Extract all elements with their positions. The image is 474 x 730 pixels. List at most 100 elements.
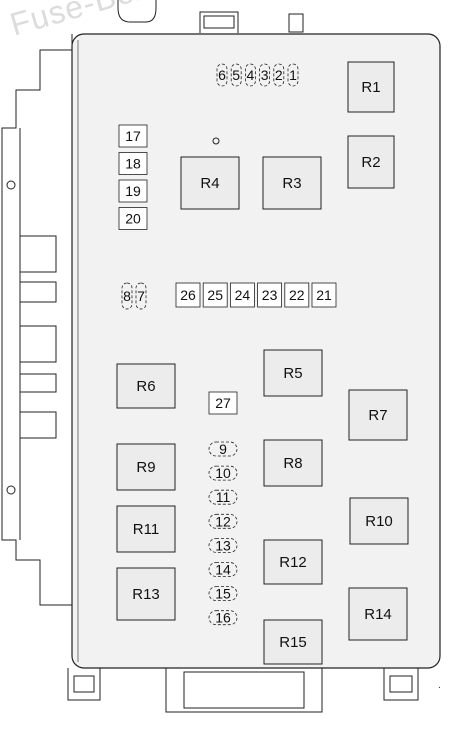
fuse-7: 7 [135,282,147,310]
relay-r1: R1 [347,61,395,113]
fuse-11: 11 [208,489,238,505]
relay-r8: R8 [263,439,323,487]
fuse-13-label: 13 [215,537,231,553]
fuse-25: 25 [202,282,228,308]
top-left-latch [117,0,157,23]
left-slot-2 [19,281,57,303]
relay-r3: R3 [262,156,322,210]
left-slot-5 [19,411,57,439]
fuse-18-label: 18 [125,156,141,172]
fuse-9-outline [208,441,238,457]
relay-r7-box [348,389,408,441]
top-small-tab [288,13,304,33]
fuse-14-outline [208,562,238,577]
housing [1,0,419,713]
relay-r11: R11 [116,505,176,553]
relay-r12-box [263,539,323,585]
fuse-12-outline [208,513,238,529]
fuse-1: 1 [287,63,299,87]
relay-r1-box [347,61,395,113]
fuse-21: 21 [311,282,337,308]
fuse-12-label: 12 [215,513,231,529]
fuse-17-box [118,124,148,148]
fuse-21-box [311,282,337,308]
relay-r14-box [348,587,408,641]
fuse-6: 6 [216,63,228,87]
relay-r15-box [263,619,323,665]
fuse-9: 9 [208,441,238,457]
fuse-18: 18 [118,152,148,175]
top-connector-inner [203,15,235,29]
fuse-15-outline [208,586,238,601]
bottom-connector-inner [183,671,305,709]
relay-r2-box [347,135,395,189]
fuse-20-label: 20 [125,211,141,227]
relay-r7-label: R7 [368,407,387,424]
fuse-8-label: 8 [123,288,131,304]
fuse-11-label: 11 [216,489,231,505]
relay-r15-label: R15 [279,634,307,651]
relay-r4: R4 [180,156,240,210]
fuse-5: 5 [230,63,242,87]
relay-r10-box [349,497,409,545]
fuse-27-label: 27 [215,395,231,411]
corner-dot: . [438,680,441,691]
bottom-connector [165,668,323,713]
fuse-1-label: 1 [289,67,297,83]
fuse-22: 22 [284,282,310,308]
fuse-19-label: 19 [125,183,141,199]
relay-r12-label: R12 [279,554,307,571]
relay-r6-box [116,363,176,409]
fuse-7-label: 7 [137,288,145,304]
relay-r1-label: R1 [361,79,380,96]
fuse-13-outline [208,538,238,553]
fuse-6-outline [216,63,228,87]
bottom-right-foot-inner [389,675,413,693]
fuse-24: 24 [229,282,255,308]
fuse-20: 20 [118,207,148,230]
left-mount-hole-top [6,180,16,190]
relay-r8-label: R8 [283,455,302,472]
fuse-26-box [175,282,201,308]
fuse-4-outline [244,63,256,87]
relay-r14-label: R14 [364,606,392,623]
fuse-18-box [118,152,148,175]
fuse-6-label: 6 [218,67,226,83]
fuse-16-outline [208,610,238,626]
fuse-4-label: 4 [247,67,255,83]
fuse-23-box [257,282,283,308]
relay-r11-box [116,505,176,553]
fuse-8: 8 [121,282,133,310]
fuse-10-outline [208,465,238,481]
relay-r4-box [180,156,240,210]
relay-r3-box [262,156,322,210]
fuse-24-label: 24 [235,287,251,303]
fuse-1-outline [287,63,299,87]
fuse-13: 13 [208,537,238,553]
fuse-26: 26 [175,282,201,308]
relay-r9-box [116,443,176,491]
fuse-10-label: 10 [215,465,231,481]
left-slot-1 [19,235,57,273]
fuse-10: 10 [208,465,238,481]
relay-r7: R7 [348,389,408,441]
fuse-2: 2 [273,63,285,87]
fuse-26-label: 26 [180,287,196,303]
fuse-27: 27 [208,391,238,415]
top-connector [199,11,239,33]
fuse-5-outline [230,63,242,87]
fuse-24-box [229,282,255,308]
relay-r13-label: R13 [132,586,160,603]
relay-r2: R2 [347,135,395,189]
fuse-21-label: 21 [316,287,332,303]
fuse-2-label: 2 [275,67,283,83]
fuse-15: 15 [208,586,238,602]
relay-r12: R12 [263,539,323,585]
fuse-23-label: 23 [262,287,278,303]
relay-r2-label: R2 [361,154,380,171]
fuse-3-label: 3 [261,67,269,83]
fuse-27-box [208,391,238,415]
relay-r5-box [263,349,323,397]
